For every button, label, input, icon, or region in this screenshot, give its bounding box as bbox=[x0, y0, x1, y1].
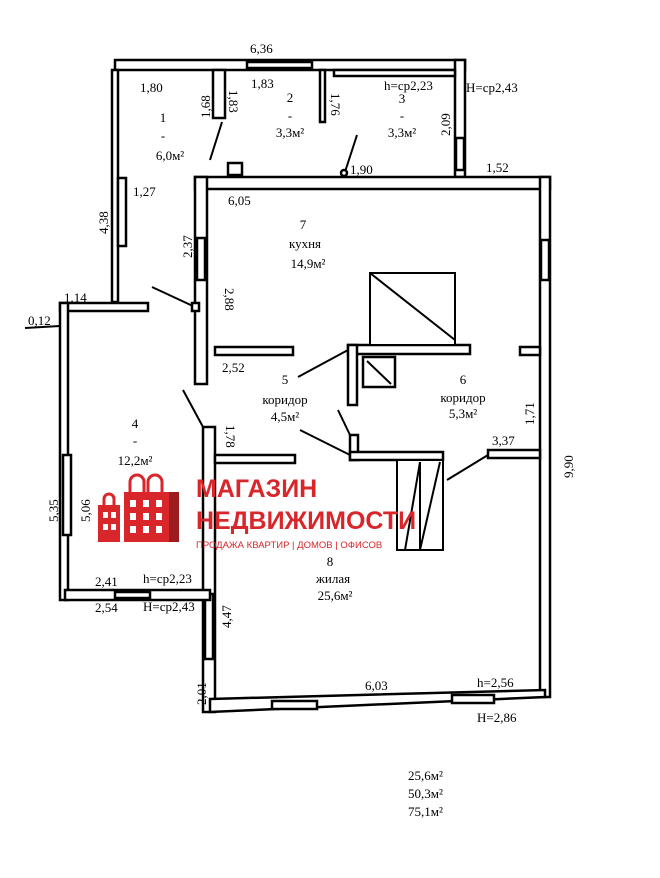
window bbox=[450, 693, 496, 705]
dim: 0,12 bbox=[28, 313, 51, 328]
room-5-number: 5 bbox=[282, 372, 289, 387]
window bbox=[539, 238, 551, 282]
dim: 9,90 bbox=[561, 455, 576, 478]
total-living-area: 25,6м² bbox=[408, 768, 443, 783]
total-auxiliary-area: 50,3м² bbox=[408, 786, 443, 801]
room-7-name: кухня bbox=[289, 236, 321, 251]
dim: 6,03 bbox=[365, 678, 388, 693]
room-4-area: 12,2м² bbox=[118, 453, 153, 468]
window bbox=[245, 60, 314, 70]
dim: 1,83 bbox=[251, 76, 274, 91]
dim: h=2,56 bbox=[477, 675, 514, 690]
dim: h=ср2,23 bbox=[143, 571, 192, 586]
dim: 1,78 bbox=[223, 425, 238, 448]
room-3-number: 3 bbox=[399, 91, 406, 106]
dim: 2,37 bbox=[180, 235, 195, 258]
total-area: 75,1м² bbox=[408, 804, 443, 819]
window bbox=[113, 590, 152, 600]
window bbox=[61, 453, 73, 537]
room-8-name: жилая bbox=[315, 571, 350, 586]
dim: 5,06 bbox=[78, 499, 93, 522]
dim: 1,52 bbox=[486, 160, 509, 175]
dim: 3,37 bbox=[492, 433, 515, 448]
dim: 2,88 bbox=[222, 288, 237, 311]
main-walls bbox=[151, 175, 552, 714]
room-8-number: 8 bbox=[327, 554, 334, 569]
room-5-name: коридор bbox=[262, 392, 307, 407]
watermark-tagline: ПРОДАЖА КВАРТИР | ДОМОВ | ОФИСОВ bbox=[196, 540, 382, 551]
room-6-number: 6 bbox=[460, 372, 467, 387]
dimension-labels: 6,36 1,80 1,83 1,68 1,83 1,76 h=ср2,23 H… bbox=[28, 41, 576, 725]
room-3-name: - bbox=[400, 108, 404, 123]
room-2-number: 2 bbox=[287, 90, 294, 105]
room-8-area: 25,6м² bbox=[318, 588, 353, 603]
room-3-area: 3,3м² bbox=[388, 125, 416, 140]
dim: H=2,86 bbox=[477, 710, 517, 725]
dim: 6,05 bbox=[228, 193, 251, 208]
building-logo-icon bbox=[98, 473, 179, 542]
dim: 1,83 bbox=[226, 90, 241, 113]
dim: 5,35 bbox=[46, 499, 61, 522]
room-1-number: 1 bbox=[160, 110, 167, 125]
dim: h=ср2,23 bbox=[384, 78, 433, 93]
dim: H=ср2,43 bbox=[466, 80, 518, 95]
watermark-logo: МАГАЗИН НЕДВИЖИМОСТИ ПРОДАЖА КВАРТИР | Д… bbox=[98, 473, 416, 551]
window bbox=[203, 592, 215, 661]
dim: H=ср2,43 bbox=[143, 599, 195, 614]
window bbox=[195, 236, 207, 282]
dim: 1,14 bbox=[64, 290, 87, 305]
dim: 1,76 bbox=[328, 93, 343, 116]
window bbox=[454, 136, 466, 172]
annex-walls bbox=[110, 58, 467, 304]
dim: 4,38 bbox=[96, 211, 111, 234]
dim: 1,90 bbox=[350, 162, 373, 177]
dim: 1,68 bbox=[198, 95, 213, 118]
watermark-line1: МАГАЗИН bbox=[196, 475, 317, 503]
room-6-name: коридор bbox=[440, 390, 485, 405]
room4-walls bbox=[24, 301, 212, 602]
room-4-name: - bbox=[133, 433, 137, 448]
dim: 4,47 bbox=[219, 605, 234, 628]
dim: 2,09 bbox=[438, 113, 453, 136]
room-1-area: 6,0м² bbox=[156, 148, 184, 163]
room-2-area: 3,3м² bbox=[276, 125, 304, 140]
room-5-area: 4,5м² bbox=[271, 409, 299, 424]
dim: 2,41 bbox=[95, 574, 118, 589]
room-6-area: 5,3м² bbox=[449, 406, 477, 421]
room-4-number: 4 bbox=[132, 416, 139, 431]
window bbox=[270, 699, 319, 711]
room-7-number: 7 bbox=[300, 217, 307, 232]
dim: 1,80 bbox=[140, 80, 163, 95]
dim: 2,01 bbox=[194, 682, 209, 705]
room-labels: 1 - 6,0м² 2 - 3,3м² 3 - 3,3м² 4 - 12,2м²… bbox=[118, 90, 486, 603]
window bbox=[116, 176, 128, 248]
room-1-name: - bbox=[161, 128, 165, 143]
area-totals: 25,6м² 50,3м² 75,1м² bbox=[408, 768, 443, 819]
dim: 6,36 bbox=[250, 41, 273, 56]
dim: 1,71 bbox=[522, 402, 537, 425]
dim: 2,54 bbox=[95, 600, 118, 615]
room-7-area: 14,9м² bbox=[291, 256, 326, 271]
dim: 1,27 bbox=[133, 184, 156, 199]
watermark-line2: НЕДВИЖИМОСТИ bbox=[196, 507, 416, 535]
dim: 2,52 bbox=[222, 360, 245, 375]
room-2-name: - bbox=[288, 108, 292, 123]
